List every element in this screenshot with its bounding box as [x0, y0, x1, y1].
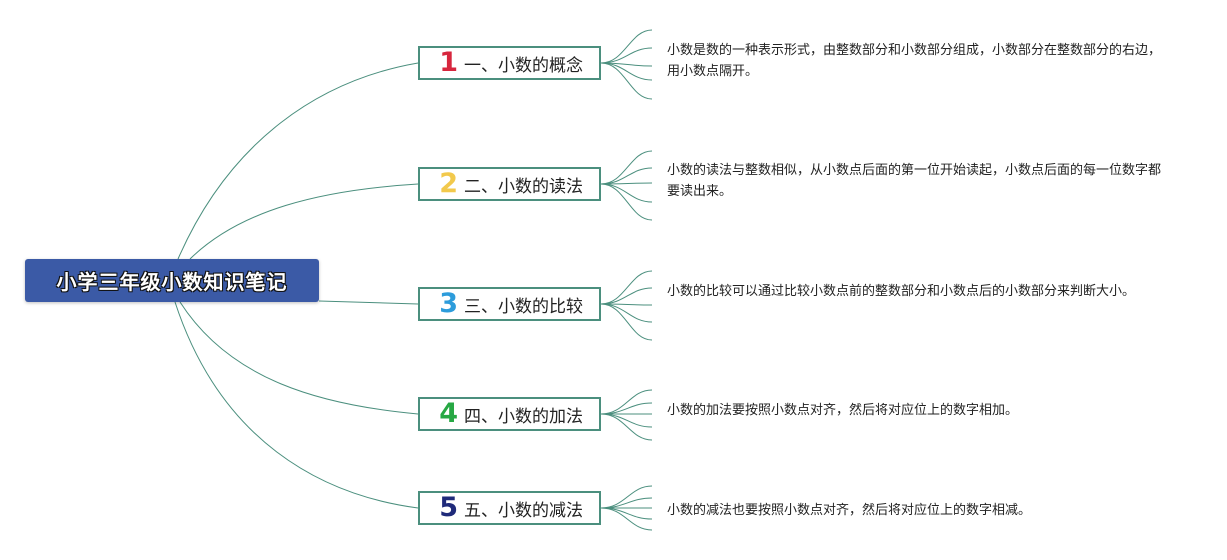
fan-line: [600, 183, 653, 203]
central-topic-title: 小学三年级小数知识笔记: [56, 270, 288, 294]
fan-line: [600, 413, 653, 428]
topic-detail-4[interactable]: 小数的加法要按照小数点对齐，然后将对应位上的数字相加。: [667, 403, 1019, 418]
topic-detail-3[interactable]: 小数的比较可以通过比较小数点前的整数部分和小数点后的小数部分来判断大小。: [667, 284, 1136, 299]
number-3-icon: 3: [439, 288, 458, 319]
fan-line: [600, 150, 653, 185]
fan-line: [600, 62, 653, 100]
topic-title: 二、小数的读法: [464, 176, 583, 197]
fan-line: [600, 402, 653, 415]
topic-detail-1[interactable]: 小数是数的一种表示形式，由整数部分和小数部分组成，小数部分在整数部分的右边，用小…: [667, 43, 1162, 79]
topic-title: 三、小数的比较: [464, 296, 583, 317]
fan-line: [600, 303, 653, 341]
branch-line-4: [179, 301, 419, 415]
branch-line-5: [174, 301, 419, 509]
number-4-icon: 4: [439, 398, 458, 429]
topic-detail-2[interactable]: 小数的读法与整数相似，从小数点后面的第一位开始读起，小数点后面的每一位数字都要读…: [667, 163, 1162, 199]
branch-line-2: [189, 183, 419, 260]
fan-line: [600, 287, 653, 305]
fan-line: [600, 507, 653, 531]
number-5-icon: 5: [439, 492, 458, 523]
branch-line-3: [318, 300, 419, 305]
fan-line: [600, 413, 653, 441]
branch-line-1: [177, 62, 419, 260]
topic-node-5[interactable]: 5 五、小数的减法: [418, 491, 601, 525]
topic-node-1[interactable]: 1 一、小数的概念: [418, 46, 601, 80]
topic-node-3[interactable]: 3 三、小数的比较: [418, 287, 601, 321]
topic-node-4[interactable]: 4 四、小数的加法: [418, 397, 601, 431]
topic-node-2[interactable]: 2 二、小数的读法: [418, 167, 601, 201]
fan-line: [600, 389, 653, 415]
fan-line: [600, 47, 653, 64]
fan-line: [600, 270, 653, 305]
fan-line: [600, 303, 653, 323]
fan-line: [600, 29, 653, 64]
fan-line: [600, 167, 653, 185]
topic-title: 一、小数的概念: [464, 55, 583, 76]
fan-line: [600, 507, 653, 520]
fan-line: [600, 183, 653, 221]
number-2-icon: 2: [439, 168, 458, 199]
topic-detail-5[interactable]: 小数的减法也要按照小数点对齐，然后将对应位上的数字相减。: [667, 503, 1032, 518]
fan-line: [600, 485, 653, 509]
central-topic[interactable]: 小学三年级小数知识笔记: [25, 259, 319, 302]
topic-title: 五、小数的减法: [464, 500, 583, 521]
fan-line: [600, 497, 653, 509]
number-1-icon: 1: [439, 47, 458, 78]
topic-title: 四、小数的加法: [464, 406, 583, 427]
